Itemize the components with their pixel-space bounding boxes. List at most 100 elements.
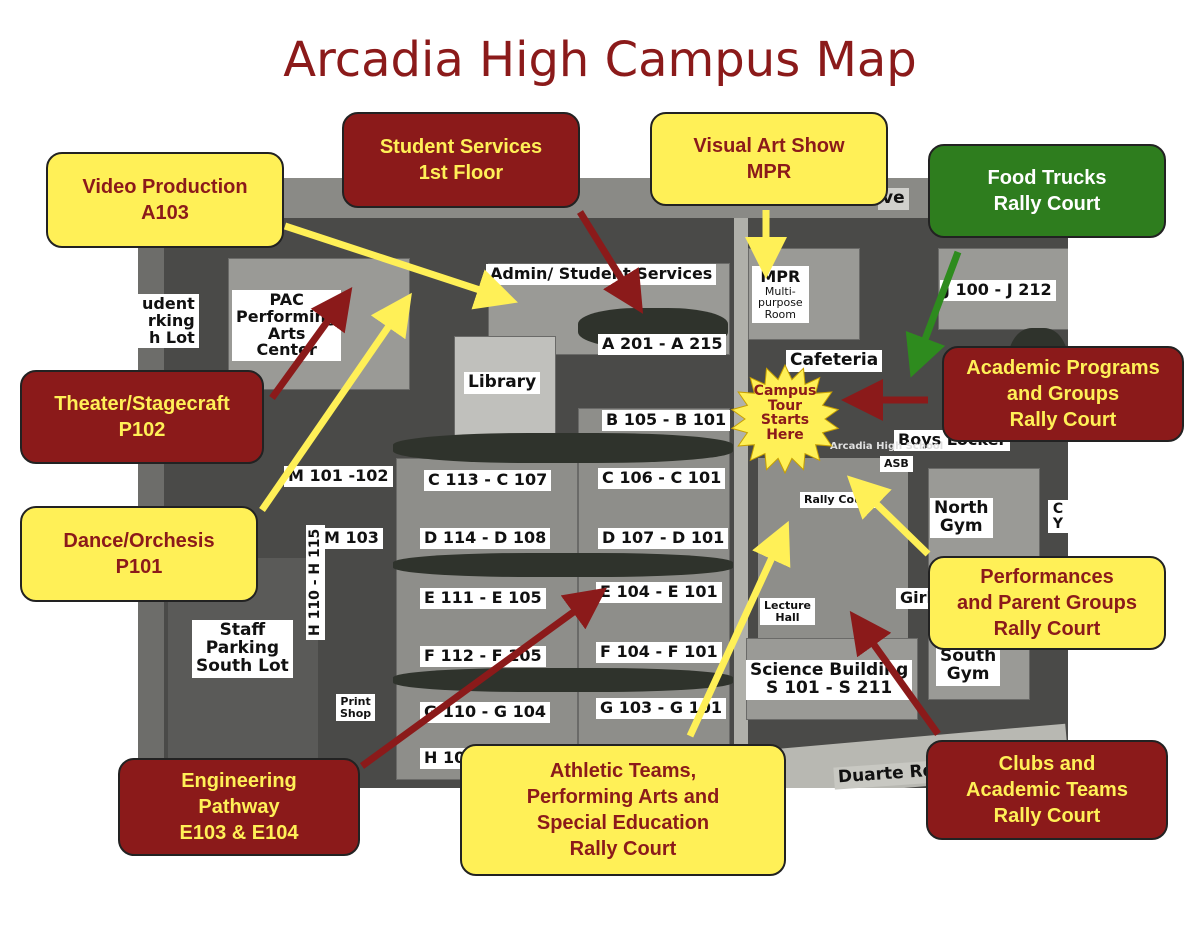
girls-locker-label: Girl [896,588,936,609]
student-lot-line: udent [142,294,195,313]
callout-line: Academic Teams [966,779,1128,801]
main-walkway [734,218,748,788]
video-production-callout: Video Production A103 [46,152,284,248]
f-right-label: F 104 - F 101 [596,642,722,663]
callout-line: P102 [118,419,166,441]
north-gym-line: Gym [939,515,983,536]
mpr-label-sub: purpose [758,296,803,310]
tree-cluster [393,433,733,463]
food-trucks-arrow [905,250,962,378]
callout-line: Clubs and [998,753,1096,775]
clubs-arrow [849,610,941,737]
callout-line: A103 [141,202,189,224]
b-rooms-label: B 105 - B 101 [602,410,731,431]
clubs-callout: Clubs and Academic Teams Rally Court [926,740,1168,840]
athletic-arrow [686,520,791,738]
a-rooms-label: A 201 - A 215 [598,334,727,355]
dance-callout: Dance/Orchesis P101 [20,506,258,602]
callout-line: Video Production [82,176,248,198]
cy-label: C Y [1048,500,1068,534]
callout-line: Performances [980,566,1114,588]
lecture-hall-line: Hall [775,610,800,624]
callout-line: Dance/Orchesis [63,530,215,552]
pac-label-line: PAC [269,290,304,309]
callout-line: P101 [115,556,163,578]
d-left-label: D 114 - D 108 [420,528,551,549]
staff-lot-line: Parking [205,637,280,658]
south-gym-line: Gym [946,663,990,684]
pac-label-line: Arts [267,323,306,343]
e-left-label: E 111 - E 105 [420,588,546,609]
science-building-label: Science Building S 101 - S 211 [746,660,913,700]
campus-tour-label: Campus Tour Starts Here [745,382,825,445]
print-shop-label: Print Shop [336,694,376,722]
g-right-label: G 103 - G 101 [596,698,726,719]
library-label: Library [464,372,541,394]
north-road [138,178,1068,218]
campus-tour-line: Here [766,427,804,444]
campus-tour-line: Campus [753,383,817,399]
south-gym-line: South [940,646,997,666]
callout-line: Rally Court [569,838,677,860]
athletic-teams-callout: Athletic Teams, Performing Arts and Spec… [460,744,786,876]
callout-line: Food Trucks [987,167,1107,189]
student-lot-label: udent rking h Lot [138,294,199,349]
cafeteria-label: Cafeteria [786,350,883,372]
callout-line: Athletic Teams, [549,760,697,782]
callout-line: and Parent Groups [956,592,1138,614]
g-left-label: G 110 - G 104 [420,702,550,723]
video-arrow [283,222,518,310]
print-shop-line: Print [340,695,371,708]
tree-cluster [393,668,733,692]
academic-programs-callout: Academic Programs and Groups Rally Court [942,346,1184,442]
callout-line: Visual Art Show [693,135,845,157]
campus-tour-starburst [730,364,840,474]
mpr-label-sub: Room [764,307,796,321]
theater-callout: Theater/Stagecraft P102 [20,370,264,464]
tree-cluster [393,553,733,577]
callout-line: Engineering [181,770,297,792]
callout-line: Rally Court [993,618,1101,640]
staff-lot-line: Staff [219,620,266,640]
visual-art-callout: Visual Art Show MPR [650,112,888,206]
admin-label: Admin/ Student Services [486,264,717,285]
callout-line: Performing Arts and [526,786,720,808]
e-right-label: E 104 - E 101 [596,582,722,603]
m103-label: M 103 [320,528,383,549]
engineering-arrow [359,587,607,769]
lecture-hall-line: Lecture [764,599,811,612]
dance-arrow [259,292,412,512]
m101-label: M 101 -102 [284,466,393,487]
north-gym-line: North [934,498,989,518]
science-line: Science Building [750,660,909,680]
callout-line: MPR [746,161,792,183]
staff-lot-label: Staff Parking South Lot [192,620,293,678]
callout-line: 1st Floor [418,162,504,184]
callout-line: Rally Court [1009,409,1117,431]
campus-tour-line: Starts [760,412,810,429]
c-left-label: C 113 - C 107 [424,470,552,491]
student-services-callout: Student Services 1st Floor [342,112,580,208]
lecture-hall-label: Lecture Hall [760,598,815,626]
callout-line: Rally Court [993,805,1101,827]
food-trucks-callout: Food Trucks Rally Court [928,144,1166,238]
callout-line: Special Education [536,812,710,834]
performances-arrow [846,475,931,557]
callout-line: Pathway [198,796,280,818]
j-rooms-label: J 100 - J 212 [940,280,1056,301]
student-lot-line: rking [147,310,195,330]
page-title: Arcadia High Campus Map [283,32,917,88]
science-line: S 101 - S 211 [766,677,893,698]
asb-label: ASB [880,456,913,472]
callout-line: Student Services [379,136,543,158]
school-sign-label: Arcadia High School [830,441,944,452]
north-gym-label: North Gym [930,498,993,538]
classroom-block-left [396,458,578,780]
d-right-label: D 107 - D 101 [598,528,729,549]
staff-lot-line: South Lot [196,655,289,676]
callout-line: Theater/Stagecraft [54,393,230,415]
engineering-callout: Engineering Pathway E103 & E104 [118,758,360,856]
theater-arrow [269,286,353,401]
h-left-label: H 10 [420,748,470,769]
